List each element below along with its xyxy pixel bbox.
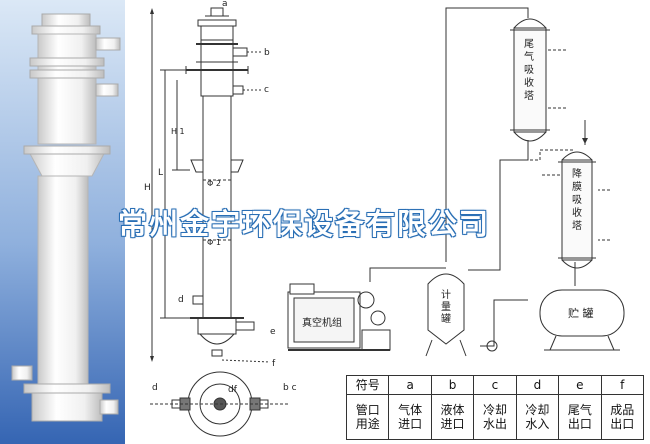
legend-use-row: 管口用途 气体进口 液体进口 冷却水出 冷却水入 尾气出口 成品出口 [345, 394, 645, 440]
vacuum-unit-label: 真空机组 [302, 316, 342, 329]
photo-mid-flange-2 [29, 69, 105, 79]
port-legend-table: 符号 a b c d e f 管口用途 气体进口 液体进口 冷却水出 冷却水入 … [345, 375, 645, 440]
falling-film-tower-text: 降膜吸收塔 [572, 169, 582, 232]
nozzle-e [235, 321, 255, 331]
legend-header-cell: b [430, 375, 475, 395]
port-label-e: e [270, 327, 276, 337]
tower-drawing: a b c Φ 2 Φ 1 d e [144, 0, 276, 369]
metering-tank [427, 273, 465, 345]
photo-bottom-head [31, 392, 103, 422]
legend-header-cell: f [600, 375, 645, 395]
bottom-view: d df b c [150, 371, 297, 437]
legend-use-a: 气体进口 [388, 394, 432, 440]
legend-header-cell: e [558, 375, 602, 395]
photo-upper-shell [37, 33, 97, 145]
nozzle-c [232, 85, 244, 95]
nozzle-f [211, 349, 223, 357]
photo-bottom-flange [23, 383, 111, 394]
tower-photo [0, 0, 125, 444]
legend-header-cell: d [515, 375, 560, 395]
legend-use-e: 尾气出口 [558, 394, 602, 440]
bottom-view-df: df [228, 385, 238, 395]
port-label-f: f [272, 359, 276, 369]
falling-film-tower [561, 159, 593, 261]
storage-tank-label: 贮 罐 [568, 307, 594, 320]
photo-nozzle-mid [95, 83, 119, 97]
port-label-a: a [222, 0, 228, 9]
bottom-view-bc: b c [283, 383, 297, 393]
tail-gas-tower [513, 27, 547, 133]
legend-header-cell: 符号 [345, 375, 390, 395]
legend-use-c: 冷却水出 [473, 394, 517, 440]
photo-nozzle-upper [95, 37, 121, 51]
dim-L: L [158, 168, 163, 178]
port-label-d: d [178, 295, 184, 305]
metering-tank-text: 计量罐 [441, 290, 451, 325]
dim-phi1: Φ 1 [207, 238, 221, 247]
legend-header-cell: c [473, 375, 517, 395]
nozzle-b [232, 47, 248, 57]
port-label-b: b [264, 48, 270, 58]
storage-tank [539, 289, 625, 337]
dim-H1: H 1 [171, 127, 185, 136]
drawing-upper-shell [200, 25, 234, 97]
legend-header-row: 符号 a b c d e f [345, 375, 645, 395]
legend-use-b: 液体进口 [430, 394, 475, 440]
nozzle-a [210, 7, 224, 17]
legend-use-d: 冷却水入 [515, 394, 560, 440]
bottom-view-d: d [152, 383, 158, 393]
dim-phi2: Φ 2 [207, 179, 221, 188]
legend-use-f: 成品出口 [600, 394, 645, 440]
legend-header-cell: a [388, 375, 432, 395]
drawing-long-shell [202, 95, 232, 319]
photo-mid-flange-1 [29, 57, 105, 67]
photo-bottom-nozzle-left [11, 365, 33, 381]
photo-long-shell [37, 175, 89, 387]
photo-top-flange [31, 25, 101, 35]
photo-bottom-nozzle-right [99, 399, 119, 415]
process-flow: 真空机组 贮 罐 [287, 7, 625, 357]
photo-cone-flange [23, 145, 111, 155]
port-label-c: c [264, 85, 269, 95]
legend-use-label: 管口用途 [345, 394, 390, 440]
dim-H: H [144, 183, 151, 193]
nozzle-d [192, 295, 204, 305]
tail-gas-tower-text: 尾气吸收塔 [524, 39, 534, 102]
